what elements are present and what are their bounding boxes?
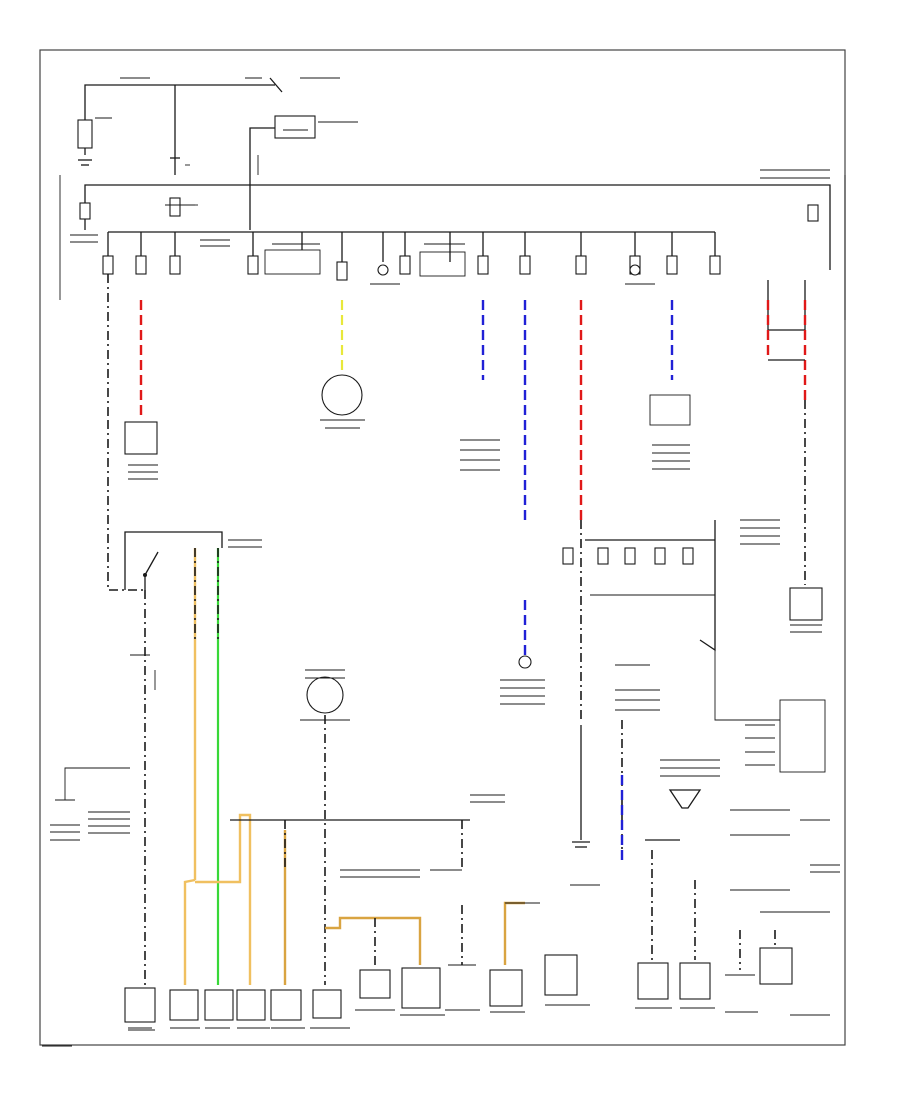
combination-meter (637, 759, 720, 1000)
fuse-row-2 (562, 547, 694, 565)
component-relay-1 (124, 421, 158, 455)
bottom-labels (128, 1004, 830, 1031)
fuse-row (102, 255, 721, 281)
component-bottom-1 (124, 987, 156, 1023)
door-switch-block (714, 650, 826, 773)
component-bottom-4 (236, 989, 266, 1021)
wire-tan-2 (325, 916, 422, 965)
wire-orange-1 (183, 878, 196, 985)
component-bottom-10 (544, 954, 578, 996)
wire-col1-mid (107, 420, 145, 591)
component-bottom-6 (312, 989, 342, 1019)
component-center-top (321, 374, 363, 416)
diagram-frame (39, 49, 846, 1046)
battery-circuit (77, 77, 340, 166)
component-bottom-5 (270, 989, 302, 1021)
component-right-upper (789, 587, 823, 621)
component-bottom-13 (759, 947, 793, 985)
fuse-right (807, 204, 819, 222)
alternator-box (274, 115, 316, 139)
door-switch-box (779, 699, 826, 773)
fuse-battery (79, 202, 91, 220)
component-bottom-3 (204, 989, 234, 1021)
starter-relay (124, 531, 262, 590)
wire-tan-3 (503, 901, 525, 965)
component-bottom-2 (169, 989, 199, 1021)
fuse-main (169, 197, 181, 217)
component-right-mid (649, 394, 691, 426)
component-bottom-9 (489, 969, 523, 1007)
component-center-mid (306, 676, 344, 714)
battery-positive-bus (84, 184, 831, 230)
alternator-circuit (249, 115, 358, 230)
wire-orange-2 (195, 813, 252, 985)
fuse-drops (107, 232, 716, 262)
component-bottom-8 (401, 967, 441, 1009)
component-bottom-7 (359, 969, 391, 999)
ground-ref-left (64, 767, 130, 800)
component-bottom-12 (679, 962, 711, 1000)
ignition-switch-feed (169, 85, 198, 217)
fuse-box-relays (200, 239, 655, 285)
battery-symbol (77, 119, 93, 149)
component-bottom-11 (637, 962, 669, 1000)
